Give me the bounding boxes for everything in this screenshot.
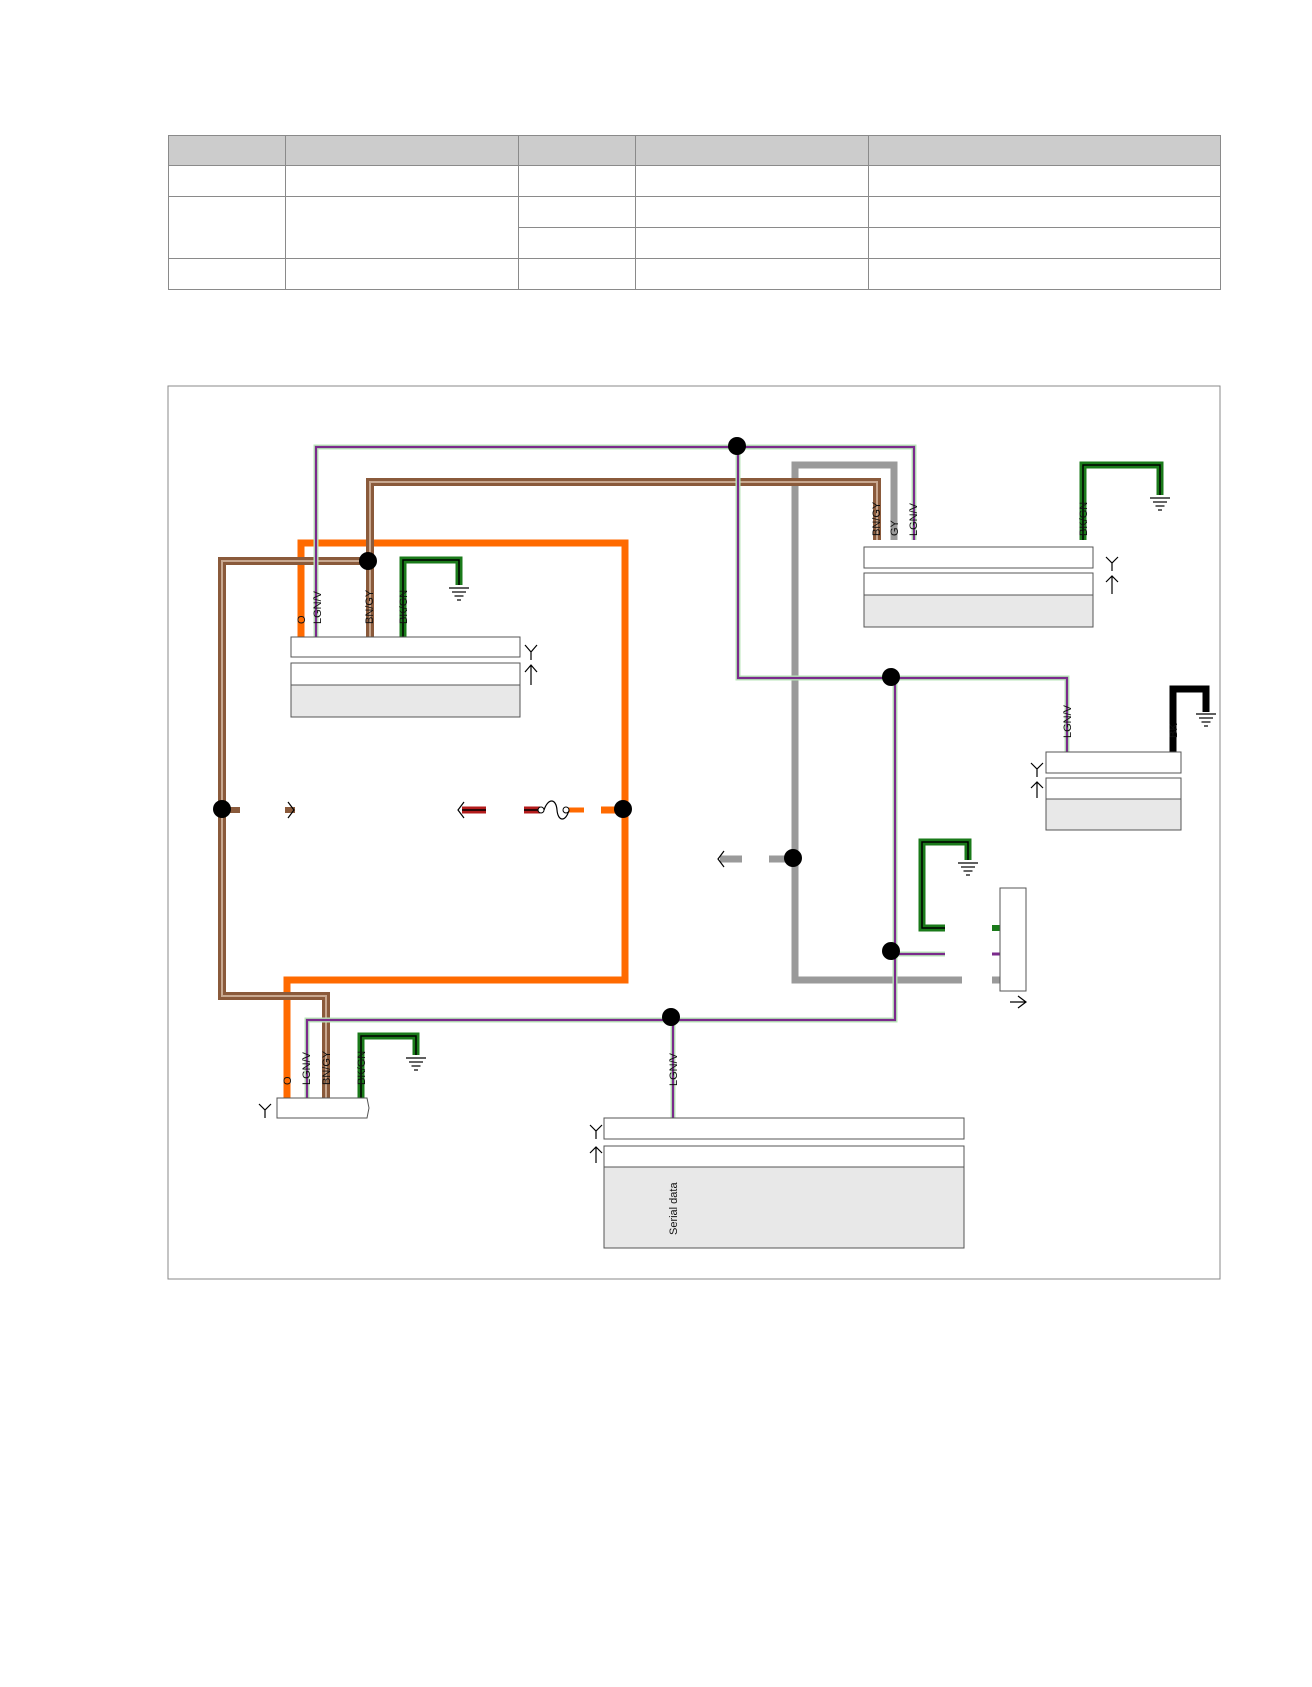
connector-symbol-icon [1030, 781, 1044, 798]
wire-label: LGN/V [301, 1051, 313, 1085]
connector-symbol-icon [524, 644, 538, 660]
wire-o [283, 539, 629, 1098]
splice-dot-icon [728, 437, 746, 455]
wire-label: BK/GN [1078, 502, 1090, 536]
wire-label: O [282, 1076, 294, 1085]
component-2 [863, 546, 1094, 628]
connector-symbol-icon [524, 664, 538, 685]
component-6 [999, 887, 1027, 992]
connector-symbol-icon [258, 1103, 272, 1118]
connector-symbol-icon [589, 1124, 603, 1139]
table-header-cell [518, 135, 636, 166]
wire-bk [1169, 685, 1210, 752]
wire-label: BK/GN [356, 1051, 368, 1085]
ground-icon [405, 1057, 427, 1071]
wire-label: BN/GY [364, 589, 376, 624]
fuse-icon [462, 800, 570, 820]
table-cell [168, 196, 286, 259]
component-4 [276, 1097, 370, 1119]
table-cell [168, 165, 286, 197]
ground-icon [957, 862, 979, 876]
table-cell [868, 258, 1221, 290]
wire-label: O [296, 615, 308, 624]
splice-dot-icon [359, 552, 377, 570]
table-cell [868, 196, 1221, 228]
splice-dot-icon [662, 1008, 680, 1026]
table-cell [868, 227, 1221, 259]
component-3 [1045, 751, 1182, 831]
diagram-frame [167, 385, 1221, 1280]
table-cell [168, 258, 286, 290]
splice-dot-icon [614, 800, 632, 818]
splice-dot-icon [784, 849, 802, 867]
table-cell [518, 227, 636, 259]
table-cell [635, 227, 869, 259]
connector-symbol-icon [287, 801, 295, 819]
table-header-cell [635, 135, 869, 166]
ground-icon [1195, 713, 1217, 727]
splice-dot-icon [882, 942, 900, 960]
splice-dot-icon [213, 800, 231, 818]
table-cell [285, 165, 519, 197]
wire-gy [720, 461, 1002, 984]
wire-label: BN/GY [321, 1050, 333, 1085]
wire-lgnv [304, 444, 1070, 1122]
table-cell [518, 196, 636, 228]
wire-label: BN/GY [871, 501, 883, 536]
wire-label: LGN/V [908, 502, 920, 536]
connector-symbol-icon [1105, 575, 1119, 594]
connector-symbol-icon [589, 1146, 603, 1163]
component-5 [603, 1117, 965, 1249]
table-row [169, 227, 1221, 259]
wire-label: LGN/V [312, 590, 324, 624]
connector-symbol-icon [1105, 556, 1119, 571]
table-row [168, 258, 1221, 290]
wire-bkgn [357, 461, 1164, 1098]
wire-label: BK/GN [398, 590, 410, 624]
ground-icon [448, 587, 470, 601]
connector-symbol-icon [1010, 995, 1027, 1009]
table-cell [285, 196, 519, 259]
component-1 [290, 636, 521, 718]
table-cell [868, 165, 1221, 197]
table-header-cell [868, 135, 1221, 166]
wire-bngy [218, 478, 881, 1098]
wire-label: LGN/V [1062, 704, 1074, 738]
wire-label: GY [889, 519, 901, 536]
wire-label: BK [1168, 723, 1180, 738]
table-cell [518, 258, 636, 290]
table-cell [285, 258, 519, 290]
connector-symbol-icon [457, 801, 465, 819]
connector-symbol-icon [717, 850, 725, 868]
wire-label: LGN/V [668, 1052, 680, 1086]
table-cell [518, 165, 636, 197]
serial-data-label: Serial data [668, 1182, 680, 1235]
ground-icon [1149, 497, 1171, 511]
legend-table [168, 135, 1221, 290]
splice-dot-icon [882, 668, 900, 686]
table-header-cell [168, 135, 286, 166]
connector-symbol-icon [1030, 762, 1044, 777]
table-cell [635, 258, 869, 290]
table-row [168, 196, 1221, 259]
